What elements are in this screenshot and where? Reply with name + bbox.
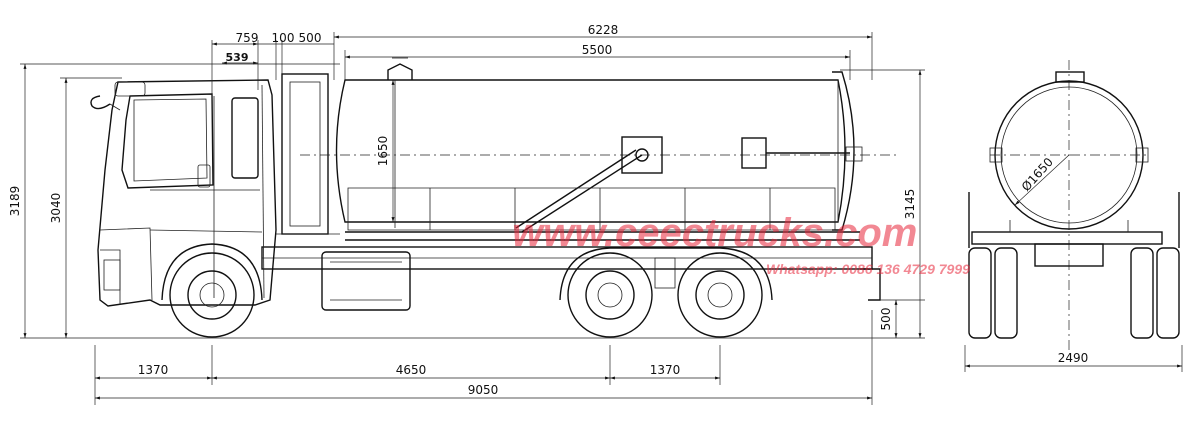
cab-door-window — [231, 97, 259, 179]
dim-tank-body-length-label: 6228 — [588, 23, 619, 37]
dim-overall-height-label: 3189 — [8, 186, 22, 217]
dim-front-overhang-label: 1370 — [138, 363, 169, 377]
fuel-tank — [321, 251, 411, 311]
cab — [90, 79, 277, 307]
rear-left-tire-outer — [968, 247, 992, 339]
chassis-frame — [261, 246, 881, 301]
dim-tank-diameter-rear-label: Ø1650 — [1019, 155, 1056, 194]
vacuum-tank — [300, 57, 900, 241]
dim-wheelbase-label: 4650 — [396, 363, 427, 377]
side-view — [90, 57, 905, 339]
dim-overall-width-label: 2490 — [1058, 351, 1089, 365]
dim-539-label: 539 — [226, 51, 249, 64]
dim-tank-length-label: 5500 — [582, 43, 613, 57]
top-valve — [387, 63, 413, 80]
rear-view: Ø1650 2490 — [964, 60, 1183, 372]
rear-bumper — [971, 231, 1163, 245]
equipment-cabinet — [276, 73, 340, 235]
watermark-url: www.ceectrucks.com — [512, 211, 917, 255]
rear-right-tire-outer — [1156, 247, 1180, 339]
dim-axle-spacing-label: 1370 — [650, 363, 681, 377]
side-mirror — [90, 95, 111, 110]
tilt-bracket — [621, 136, 663, 174]
watermark-whatsapp: Whatsapp: 0086 136 4729 7999 — [766, 261, 970, 277]
dim-tank-diameter-rear — [1014, 154, 1070, 206]
rear-left-tire-inner — [994, 247, 1018, 339]
spring-hanger — [654, 257, 676, 289]
dim-759-label: 759 — [236, 31, 259, 45]
rear-right-tire-inner — [1130, 247, 1154, 339]
rear-fender — [559, 247, 773, 301]
dim-tank-diameter-side-label: 1650 — [376, 136, 390, 167]
dim-cab-height-label: 3040 — [49, 193, 63, 224]
rear-valve — [741, 137, 767, 169]
dim-100-label: 100 — [272, 31, 295, 45]
watermark: www.ceectrucks.com Whatsapp: 0086 136 47… — [512, 211, 970, 277]
cab-window — [121, 93, 214, 189]
tank-rear-door — [832, 71, 855, 231]
rear-wheel-1 — [567, 252, 653, 338]
rear-wheel-2 — [677, 252, 763, 338]
hydraulic-cylinder — [521, 154, 643, 233]
dim-rear-frame-height-label: 500 — [879, 308, 893, 331]
dim-overall-length-label: 9050 — [468, 383, 499, 397]
dim-tank-top-height-label: 3145 — [903, 189, 917, 220]
front-wheel — [161, 243, 263, 338]
dim-500-top-label: 500 — [299, 31, 322, 45]
top-hatch — [1055, 71, 1085, 83]
side-dimensions: 1370 4650 1370 9050 6228 5500 759 539 10… — [8, 23, 925, 405]
handrail — [347, 187, 836, 231]
